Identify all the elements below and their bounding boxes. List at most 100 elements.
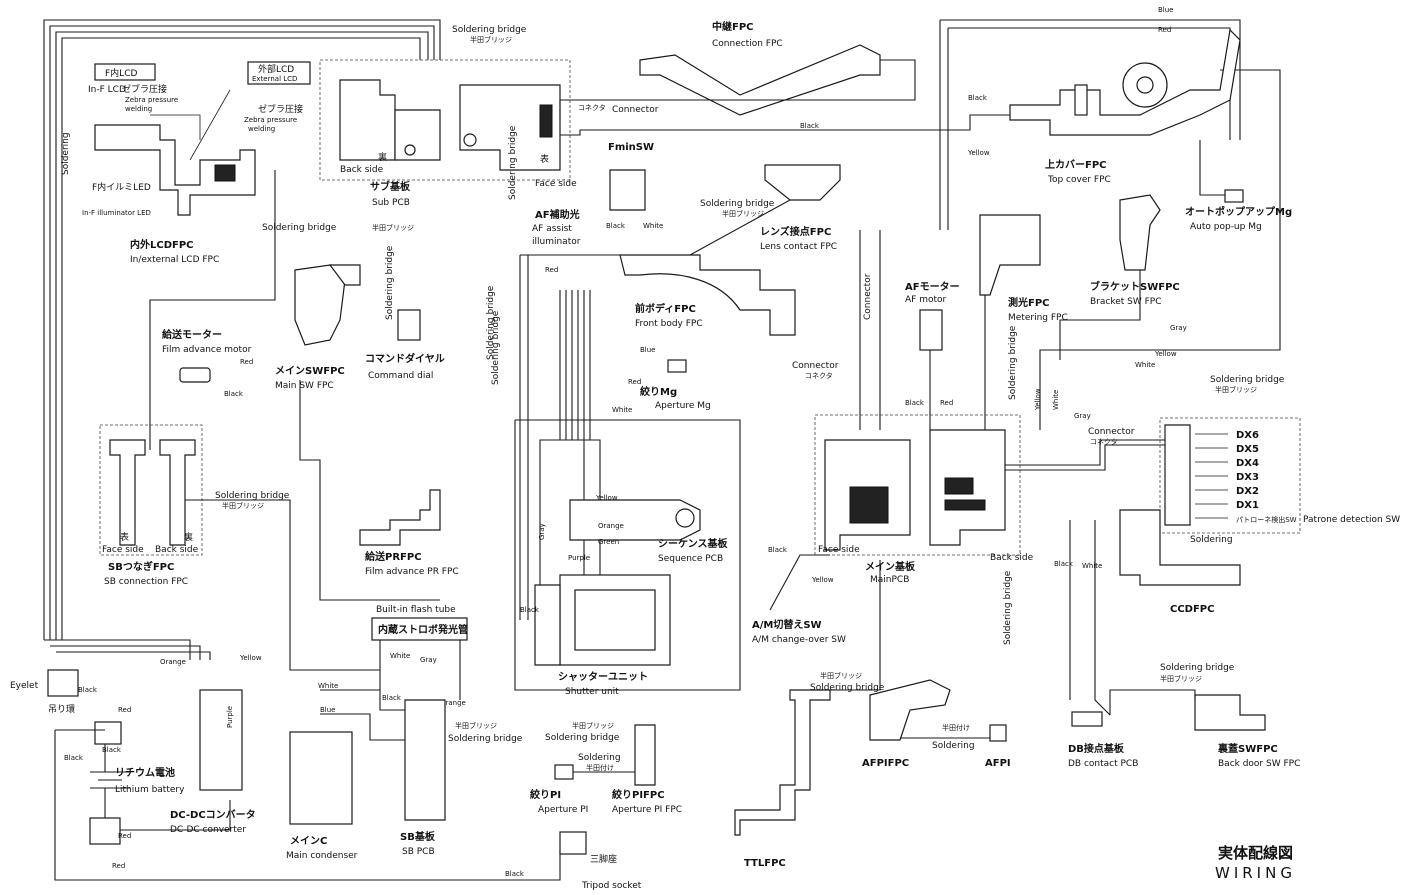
zebra1-en2: welding: [125, 105, 152, 113]
lcd-driver-chip: [214, 164, 236, 182]
ttl-fpc-shape: [734, 689, 831, 836]
ccd-group: CCDFPC Black White: [1054, 509, 1241, 716]
sb-vertical: Soldering bridge: [486, 285, 496, 360]
wire-orange-seq: Orange: [598, 522, 624, 530]
dcdc-jp: DC-DCコンバータ: [170, 809, 256, 821]
wire-gray-flash: Gray: [420, 656, 437, 664]
wire-purple-seq: Purple: [568, 554, 590, 562]
af-motor-jp: AFモーター: [905, 281, 960, 293]
middle-fpc-jp: 中継FPC: [712, 20, 754, 33]
wire-green-seq: Green: [598, 538, 619, 546]
battery-group: Eyelet 吊り環 Black Red Black Black リチウム電池 …: [10, 654, 561, 881]
sub-pcb-face: [459, 84, 561, 171]
wire-white-bracket: White: [1135, 361, 1155, 369]
front-body-group: 前ボディFPC Front body FPC Connector コネクタ 絞り…: [491, 254, 839, 414]
db-contact-jp: DB接点基板: [1068, 742, 1125, 755]
af-motor-part: [919, 309, 943, 351]
main-back-connector: [944, 499, 986, 511]
lens-contact-jp: レンズ接点FPC: [760, 225, 831, 238]
connector-front-jp: コネクタ: [805, 371, 833, 380]
main-pcb-en: MainPCB: [870, 575, 909, 585]
main-condenser-jp: メインC: [290, 835, 327, 847]
flash-group: Built-in flash tube 内蔵ストロボ発光管 White Gray…: [286, 605, 523, 861]
flash-tube-box: [371, 617, 468, 641]
wire-white-cond: White: [318, 682, 338, 690]
sb-dx-jp: 半田ブリッジ: [1215, 385, 1257, 394]
lcd-fpc-shape: [94, 124, 256, 216]
fmin-sw-shape: [609, 169, 646, 211]
soldering-afpi-jp: 半田付け: [942, 723, 970, 732]
flash-jp: 内蔵ストロボ発光管: [378, 623, 468, 636]
shutter-jp: シャッターユニット: [558, 671, 648, 683]
command-dial-en: Command dial: [368, 371, 433, 381]
dx-fpc: [1164, 424, 1191, 526]
zebra2-en1: Zebra pressure: [244, 116, 297, 124]
aperture-pi-fpc-jp: 絞りPIFPC: [611, 788, 665, 801]
soldering-afpi-en: Soldering: [932, 741, 975, 751]
film-motor-en: Film advance motor: [162, 345, 252, 355]
db-group: DB接点基板 DB contact PCB Soldering bridge 半…: [1068, 663, 1300, 769]
wire-black-shutter: Black: [520, 606, 540, 614]
film-pr-shape: [359, 489, 441, 546]
sub-pcb-back2: [394, 109, 441, 161]
film-pr-group: 給送PRFPC Film advance PR FPC: [359, 489, 459, 577]
sb-sbpcb-en: Soldering bridge: [448, 734, 523, 744]
shutter-group: Black シャッターユニット Shutter unit: [520, 574, 671, 697]
af-assist-en1: AF assist: [532, 224, 572, 234]
sub-pcb-area: [319, 59, 571, 181]
tripod-en: Tripod socket: [581, 881, 642, 891]
wire-black-af: Black: [905, 399, 925, 407]
film-motor-jp: 給送モーター: [162, 328, 222, 341]
dx2-label: DX2: [1236, 486, 1259, 497]
wire-white-fmin: White: [643, 222, 663, 230]
sub-pcb-jp: サブ基板: [370, 180, 411, 193]
fmin-group: FminSW Black White AF補助光 AF assist illum…: [262, 125, 663, 247]
battery-symbol: [90, 771, 130, 789]
sb-main-v: Soldering bridge: [1003, 570, 1013, 645]
sb-db-en: Soldering bridge: [1160, 663, 1235, 673]
sb-lens-en: Soldering bridge: [700, 199, 775, 209]
wire-black-mid: Black: [800, 122, 820, 130]
back-door-jp: 裏蓋SWFPC: [1217, 742, 1278, 755]
back-door-shape: [1194, 694, 1266, 731]
sb-lens-jp: 半田ブリッジ: [722, 209, 764, 218]
sb-dx-en: Soldering bridge: [1210, 375, 1285, 385]
connector-front-en: Connector: [792, 361, 839, 371]
wire-orange-flash: Orange: [440, 699, 466, 707]
connector-lens: Connector: [863, 273, 873, 320]
wire-red-top: Red: [1158, 26, 1171, 34]
ttl-fpc-label: TTLFPC: [744, 858, 786, 869]
tripod-group: 三脚座 Tripod socket Black: [505, 831, 642, 891]
am-sw-en: A/M change-over SW: [752, 635, 846, 645]
sb-connection-group: 表 Face side 裏 Back side SBつなぎFPC SB conn…: [99, 424, 380, 671]
am-sw-jp: A/M切替えSW: [752, 618, 822, 631]
lithium-en: Lithium battery: [115, 785, 185, 795]
metering-en: Metering FPC: [1008, 313, 1068, 323]
wire-white-ap: White: [612, 406, 632, 414]
afpi-group: 半田付け Soldering AFPIFPC AFPI: [862, 679, 1011, 769]
ccd-fpc-label: CCDFPC: [1170, 604, 1214, 615]
dx6-label: DX6: [1236, 430, 1259, 441]
wire-black-motor: Black: [224, 390, 244, 398]
main-sw-fpc-shape: [294, 264, 346, 346]
sb-ttl-en: Soldering bridge: [810, 683, 885, 693]
top-cover-dial-center: [1136, 76, 1154, 94]
sb-pi-jp: 半田ブリッジ: [572, 721, 614, 730]
top-cover-group: 上カバーFPC Top cover FPC オートポップアップMg Auto p…: [800, 6, 1292, 232]
film-pr-jp: 給送PRFPC: [365, 550, 422, 563]
dx-contacts: [1195, 433, 1228, 519]
aperture-mg-en: Aperture Mg: [655, 401, 711, 411]
patrone-jp: パトローネ検出SW: [1236, 515, 1297, 524]
soldering-left-label: Soldering: [61, 132, 71, 175]
wire-orange-dcdc: Orange: [160, 658, 186, 666]
wire-black-bat: Black: [64, 754, 84, 762]
sb-sb-en: Soldering bridge: [215, 491, 290, 501]
dx-group: DX6 DX5 DX4 DX3 DX2 DX1 パトローネ検出SW Patron…: [1034, 375, 1400, 545]
zebra2-en2: welding: [248, 125, 275, 133]
sub-back-en: Back side: [340, 165, 384, 175]
sb-lcd-jp: 半田ブリッジ: [372, 223, 414, 232]
sb-conn-face: [109, 439, 146, 546]
sb-lcd-en: Soldering bridge: [262, 223, 337, 233]
wire-black-eyelet2: Black: [102, 746, 122, 754]
af-assist-jp: AF補助光: [535, 208, 580, 221]
